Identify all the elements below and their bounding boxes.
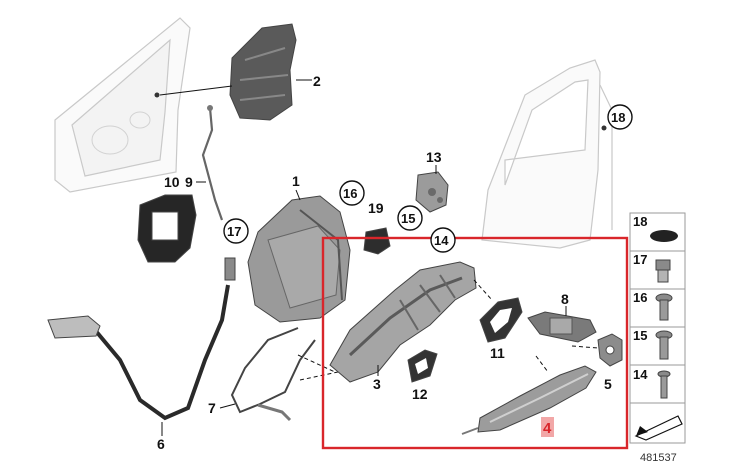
pan-screw-icon (657, 370, 671, 399)
part-1-lock-body (247, 189, 351, 323)
callout-8: 8 (561, 291, 569, 307)
callout-11: 11 (490, 345, 505, 361)
callout-circle-18 (607, 104, 633, 130)
callout-6: 6 (157, 436, 165, 452)
callout-12: 12 (412, 386, 428, 402)
part-8-lock-cylinder (527, 306, 597, 343)
legend-label-15: 15 (633, 328, 647, 343)
callout-2: 2 (313, 73, 321, 89)
callout-circle-15 (397, 205, 423, 231)
part-6-cable (47, 257, 236, 436)
highlight-frame (321, 236, 629, 450)
callout-14: 14 (434, 233, 449, 248)
part-2-lock-module (159, 23, 312, 121)
part-11-gasket (479, 297, 523, 343)
part-13-hinge-bracket (415, 165, 449, 213)
legend-label-18: 18 (633, 214, 647, 229)
callout-5: 5 (604, 376, 612, 392)
callout-19: 19 (368, 200, 384, 216)
callout-17: 17 (227, 224, 241, 239)
callout-10: 10 (164, 174, 180, 190)
callout-7: 7 (208, 400, 216, 416)
torx-screw-icon (655, 293, 673, 321)
callout-15: 15 (401, 211, 415, 226)
part-19-clip (363, 227, 391, 255)
self-tapping-screw-icon (655, 330, 673, 360)
direction-arrow-icon (634, 415, 683, 441)
part-12-cover (407, 349, 438, 383)
callout-circle-17 (223, 218, 249, 244)
part-7-cable (219, 327, 316, 422)
part-9-rod (196, 105, 224, 221)
part-3-handle-carrier (329, 240, 493, 383)
legend-label-16: 16 (633, 290, 647, 305)
callout-13: 13 (426, 149, 442, 165)
diagram-number: 481537 (640, 452, 677, 464)
part-5-end-cap (571, 333, 623, 367)
part-4-outer-handle (461, 355, 597, 435)
callout-18: 18 (611, 110, 625, 125)
callout-3: 3 (373, 376, 381, 392)
legend-label-17: 17 (633, 252, 647, 267)
callout-16: 16 (343, 186, 357, 201)
callout-1: 1 (292, 173, 300, 189)
right-door-outline (481, 59, 613, 249)
left-door-frame (54, 17, 191, 193)
legend-label-14: 14 (633, 367, 648, 382)
callout-4: 4 (543, 420, 552, 437)
part-10-bracket (137, 194, 197, 263)
expansion-nut-icon (655, 259, 671, 283)
callout-4-highlight (541, 417, 554, 437)
grommet-icon (650, 230, 678, 242)
callout-circle-14 (430, 227, 456, 253)
fastener-legend: 18 17 16 15 14 (629, 212, 686, 444)
callout-circle-16 (339, 180, 365, 206)
callout-9: 9 (185, 174, 193, 190)
